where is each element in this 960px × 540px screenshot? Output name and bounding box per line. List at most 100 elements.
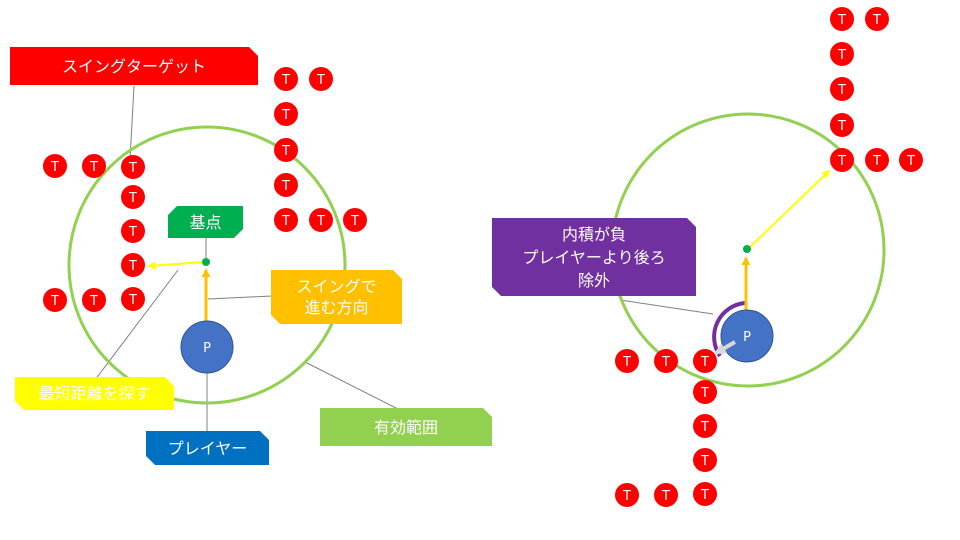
right-target-mark-4: T xyxy=(837,83,846,98)
right-target-6 xyxy=(830,148,854,172)
base-point-dot xyxy=(202,258,210,266)
right-target-2 xyxy=(865,7,889,31)
left-target-mark-6: T xyxy=(281,214,290,229)
excluded-backward-arrow xyxy=(713,340,737,355)
label-player: プレイヤー xyxy=(146,431,269,465)
right-target-mark-17: T xyxy=(700,488,709,503)
right-target-14 xyxy=(693,448,717,472)
right-target-mark-11: T xyxy=(700,355,709,370)
leader-find-shortest xyxy=(94,269,179,381)
right-target-15 xyxy=(615,483,639,507)
right-target-3 xyxy=(830,42,854,66)
left-target-9 xyxy=(43,154,67,178)
right-target-1 xyxy=(830,7,854,31)
player-mark-right: P xyxy=(743,330,751,345)
left-target-mark-8: T xyxy=(350,214,359,229)
right-target-mark-12: T xyxy=(700,386,709,401)
right-target-16 xyxy=(654,483,678,507)
right-target-mark-6: T xyxy=(837,154,846,169)
right-target-mark-10: T xyxy=(661,355,670,370)
right-target-mark-16: T xyxy=(661,489,670,504)
label-swing-direction-text: スイングで 進む方向 xyxy=(296,277,377,317)
left-target-8 xyxy=(343,208,367,232)
right-target-11 xyxy=(693,349,717,373)
left-target-10 xyxy=(82,154,106,178)
leader-swing-direction xyxy=(207,295,273,300)
left-target-15 xyxy=(43,288,67,312)
base-point-dot-right xyxy=(743,245,751,253)
left-target-mark-1: T xyxy=(281,73,290,88)
player-circle-right xyxy=(720,309,774,363)
label-dot-negative-text: 内積が負 プレイヤーより後ろ 除外 xyxy=(522,224,666,290)
label-swing-target-text: スイングターゲット xyxy=(61,56,206,76)
right-target-10 xyxy=(654,349,678,373)
right-target-12 xyxy=(693,380,717,404)
right-target-5 xyxy=(830,113,854,137)
left-target-mark-11: T xyxy=(128,161,137,176)
left-target-mark-2: T xyxy=(316,73,325,88)
right-target-mark-15: T xyxy=(622,489,631,504)
left-target-mark-12: T xyxy=(128,191,137,206)
selected-target-arrow xyxy=(747,169,831,250)
right-target-mark-7: T xyxy=(872,154,881,169)
right-target-9 xyxy=(615,349,639,373)
shortest-distance-arrow xyxy=(147,261,205,270)
left-target-mark-16: T xyxy=(89,294,98,309)
left-target-5 xyxy=(274,173,298,197)
left-target-mark-17: T xyxy=(128,293,137,308)
left-target-mark-4: T xyxy=(281,144,290,159)
left-target-mark-3: T xyxy=(281,108,290,123)
right-target-mark-9: T xyxy=(622,355,631,370)
label-find-shortest-text: 最短距離を探す xyxy=(38,384,151,403)
leader-swing-target xyxy=(129,85,135,161)
right-target-17 xyxy=(693,482,717,506)
left-target-3 xyxy=(274,102,298,126)
valid-range-circle xyxy=(67,125,347,405)
right-target-mark-13: T xyxy=(700,420,709,435)
right-target-mark-1: T xyxy=(837,13,846,28)
left-target-mark-5: T xyxy=(281,179,290,194)
left-target-mark-10: T xyxy=(89,160,98,175)
label-player-text: プレイヤー xyxy=(167,438,248,458)
label-dot-negative: 内積が負 プレイヤーより後ろ 除外 xyxy=(492,218,696,296)
left-target-mark-14: T xyxy=(128,259,137,274)
left-target-4 xyxy=(274,138,298,162)
label-valid-range-text: 有効範囲 xyxy=(373,417,438,437)
left-target-7 xyxy=(309,208,333,232)
right-target-mark-8: T xyxy=(906,154,915,169)
right-target-mark-14: T xyxy=(700,454,709,469)
player-circle xyxy=(180,320,234,374)
left-target-16 xyxy=(82,288,106,312)
label-base-point-text: 基点 xyxy=(189,212,222,232)
label-swing-target: スイングターゲット xyxy=(10,47,258,85)
right-target-8 xyxy=(899,148,923,172)
label-base-point: 基点 xyxy=(168,206,243,238)
left-target-mark-9: T xyxy=(50,160,59,175)
left-target-mark-15: T xyxy=(50,294,59,309)
right-target-mark-2: T xyxy=(872,13,881,28)
left-target-1 xyxy=(274,67,298,91)
leader-dot-negative xyxy=(619,299,714,315)
label-find-shortest: 最短距離を探す xyxy=(15,377,174,410)
left-target-mark-13: T xyxy=(128,225,137,240)
left-target-13 xyxy=(121,219,145,243)
right-target-mark-5: T xyxy=(837,119,846,134)
left-target-14 xyxy=(121,253,145,277)
right-target-4 xyxy=(830,77,854,101)
left-target-11 xyxy=(121,155,145,179)
right-target-mark-3: T xyxy=(837,48,846,63)
left-target-6 xyxy=(274,208,298,232)
label-swing-direction: スイングで 進む方向 xyxy=(271,270,402,324)
left-target-12 xyxy=(121,185,145,209)
left-target-2 xyxy=(309,67,333,91)
label-valid-range: 有効範囲 xyxy=(320,408,492,446)
player-mark: P xyxy=(203,341,211,356)
right-target-group: T T T T T T T T T T T T T T T T T xyxy=(615,7,923,507)
left-target-mark-7: T xyxy=(316,214,325,229)
leader-valid-range xyxy=(304,361,401,411)
right-target-7 xyxy=(865,148,889,172)
